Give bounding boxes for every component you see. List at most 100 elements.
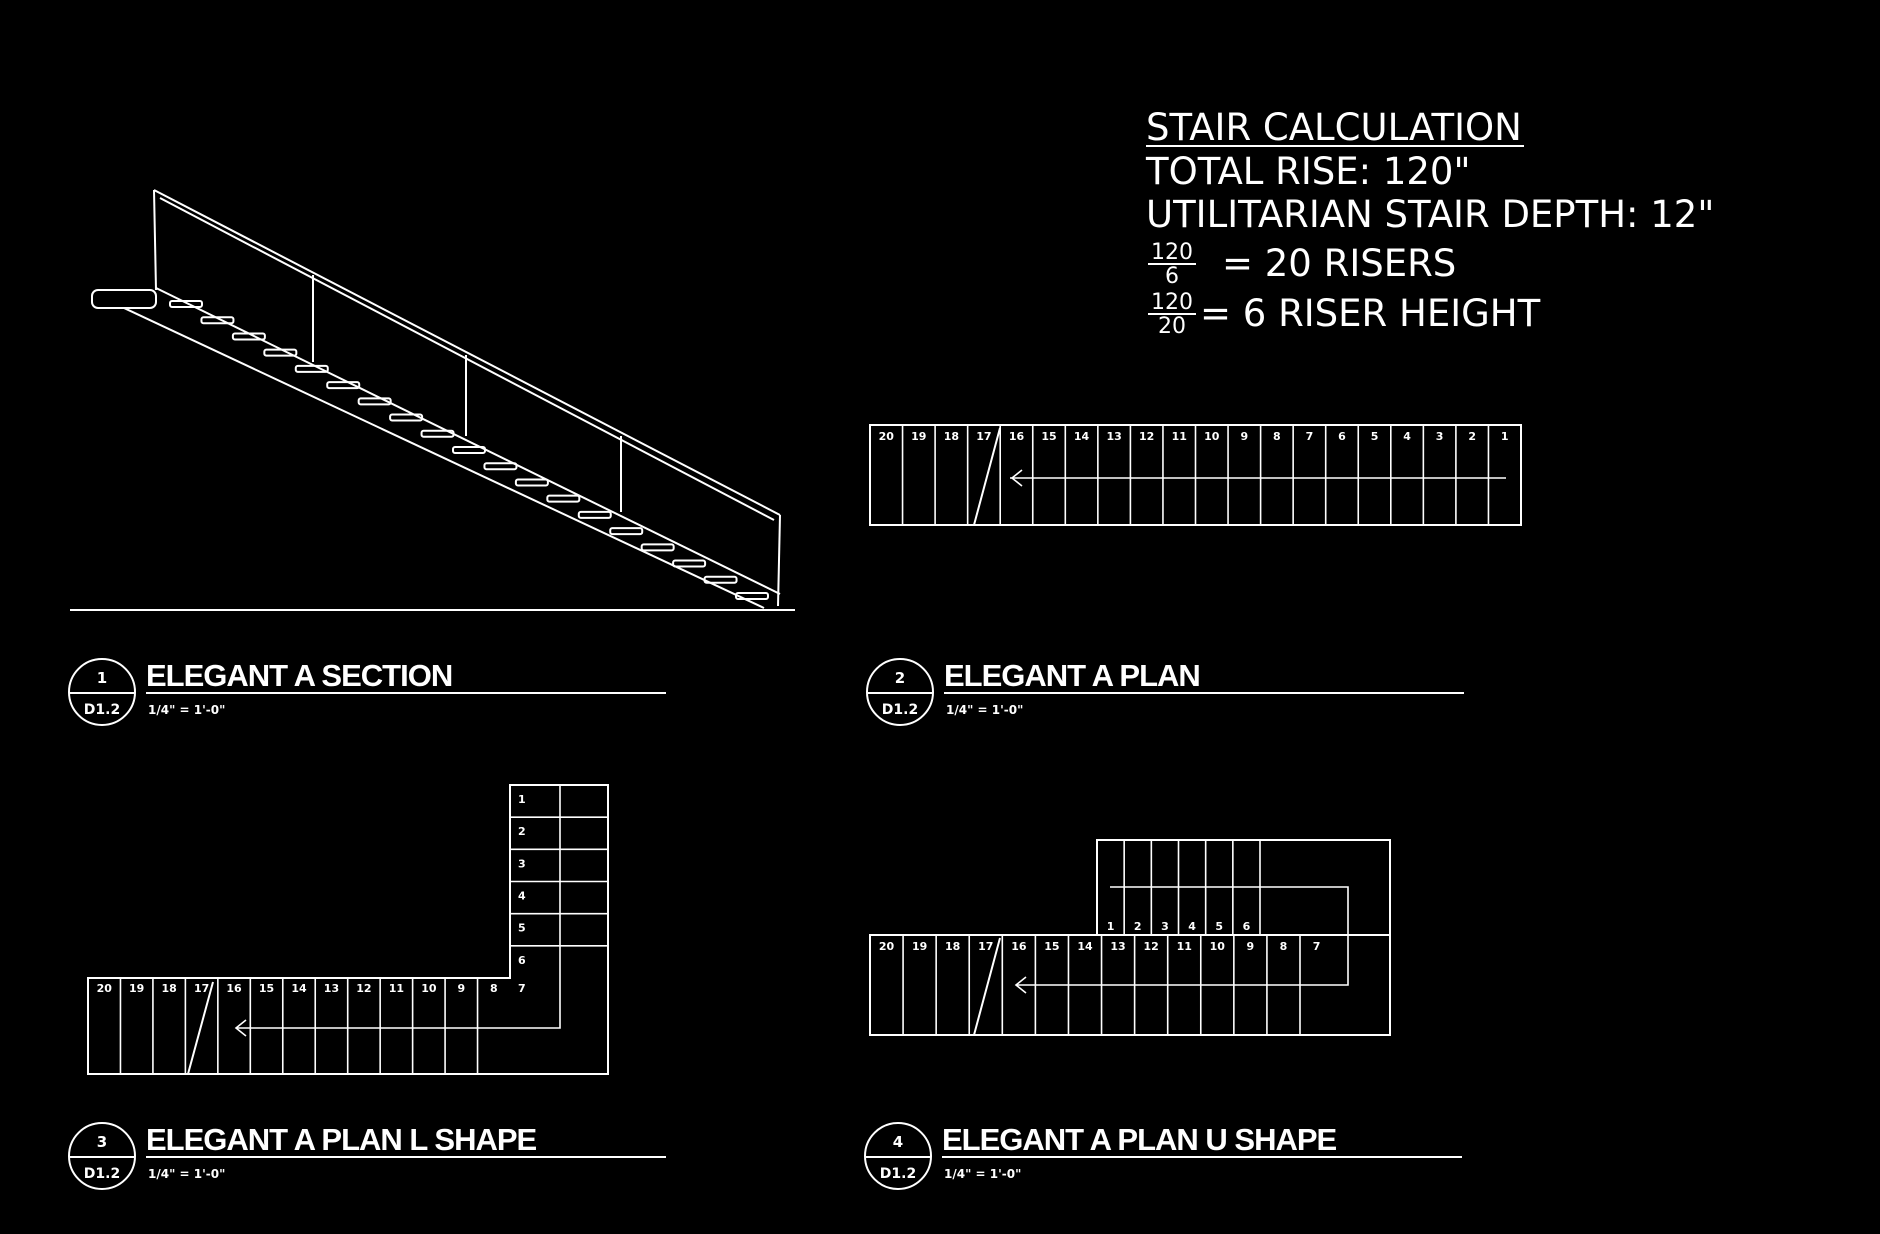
tread-number: 8 (1280, 940, 1288, 953)
section-treads (169, 300, 769, 600)
tread-number: 10 (421, 982, 437, 995)
view-title: ELEGANT A PLAN (944, 658, 1200, 693)
tread-number: 20 (879, 430, 895, 443)
tread-number: 10 (1204, 430, 1220, 443)
tread-number: 9 (457, 982, 465, 995)
view-scale: 1/4" = 1'-0" (148, 703, 225, 717)
tread-number: 9 (1240, 430, 1248, 443)
section-tread (200, 316, 235, 325)
section-tread (231, 332, 266, 341)
tread-number: 20 (97, 982, 113, 995)
section-tread (169, 300, 203, 308)
view-number: 1 (97, 669, 107, 687)
tread-number: 12 (1139, 430, 1154, 443)
top-landing (91, 289, 157, 309)
section-tread (263, 348, 298, 357)
section-tread (735, 592, 769, 600)
calc-riser-height: = 6 RISER HEIGHT (1200, 292, 1541, 335)
tread-number: 19 (912, 940, 927, 953)
view-sheet-ref: D1.2 (84, 1166, 120, 1182)
calc-heading: STAIR CALCULATION (1146, 106, 1522, 149)
section-tread (640, 543, 675, 552)
tread-number: 6 (518, 954, 526, 967)
tread-number: 18 (945, 940, 960, 953)
tread-number: 19 (911, 430, 926, 443)
tread-number: 17 (194, 982, 209, 995)
tread-number: 5 (1371, 430, 1379, 443)
tread-number: 15 (259, 982, 274, 995)
tread-number: 1 (1501, 430, 1509, 443)
tread-number: 9 (1247, 940, 1255, 953)
tread-number: 11 (1177, 940, 1192, 953)
view-title: ELEGANT A SECTION (146, 658, 452, 693)
section-tread (357, 397, 392, 406)
tread-number: 14 (1077, 940, 1093, 953)
tread-number: 3 (518, 857, 526, 870)
tread-number: 5 (518, 922, 526, 935)
tread-number: 2 (1468, 430, 1476, 443)
view-scale: 1/4" = 1'-0" (148, 1167, 225, 1181)
tread-number: 18 (944, 430, 959, 443)
tread-number: 18 (161, 982, 176, 995)
u-shape-centerline (1016, 886, 1349, 986)
section-drawing (70, 189, 795, 611)
section-tread (609, 527, 644, 536)
tread-number: 6 (1338, 430, 1346, 443)
tread-number: 8 (490, 982, 498, 995)
handrail (153, 189, 781, 516)
tread-number: 3 (1436, 430, 1444, 443)
view-number: 3 (97, 1133, 107, 1151)
tread-number: 5 (1215, 920, 1223, 933)
tread-number: 10 (1210, 940, 1226, 953)
u-shape-break (973, 937, 1001, 1036)
section-tread (514, 478, 549, 487)
straight-plan-break (973, 427, 1001, 526)
tread-number: 14 (291, 982, 307, 995)
tread-number: 7 (518, 982, 526, 995)
section-tread (483, 462, 518, 471)
u-shape-arrow (1014, 976, 1027, 994)
tread-number: 12 (356, 982, 371, 995)
section-tread (420, 429, 455, 438)
post-1 (153, 189, 157, 291)
stair-calculation: STAIR CALCULATION TOTAL RISE: 120" UTILI… (1145, 106, 1714, 339)
view-number: 2 (895, 669, 905, 687)
u-shape-upper-run (1096, 839, 1391, 1035)
tread-number: 11 (389, 982, 404, 995)
tread-number: 13 (1110, 940, 1125, 953)
calc-total-rise: TOTAL RISE: 120" (1145, 150, 1471, 193)
tread-number: 4 (518, 890, 526, 903)
tread-number: 16 (1011, 940, 1027, 953)
tread-number: 16 (226, 982, 242, 995)
tread-number: 1 (518, 793, 526, 806)
section-tread (389, 413, 424, 422)
tread-number: 19 (129, 982, 144, 995)
stringer-bottom (123, 307, 765, 609)
tread-number: 11 (1172, 430, 1187, 443)
view-title-block-3: 3D1.2 ELEGANT A PLAN L SHAPE 1/4" = 1'-0" (68, 1122, 666, 1190)
tread-number: 17 (978, 940, 993, 953)
calc-risers: = 20 RISERS (1222, 242, 1456, 285)
tread-number: 15 (1044, 940, 1059, 953)
l-shape-break (187, 981, 214, 1075)
view-sheet-ref: D1.2 (882, 702, 918, 718)
calc-stair-depth: UTILITARIAN STAIR DEPTH: 12" (1146, 193, 1714, 236)
l-shape-centerline (236, 978, 561, 1029)
calc-fraction1-numerator: 120 (1151, 240, 1193, 265)
tread-number: 4 (1403, 430, 1411, 443)
tread-number: 16 (1009, 430, 1025, 443)
view-title: ELEGANT A PLAN L SHAPE (146, 1122, 537, 1157)
section-tread (577, 510, 612, 519)
section-tread (672, 559, 707, 568)
tread-number: 20 (879, 940, 895, 953)
tread-number: 4 (1188, 920, 1196, 933)
view-title: ELEGANT A PLAN U SHAPE (942, 1122, 1337, 1157)
